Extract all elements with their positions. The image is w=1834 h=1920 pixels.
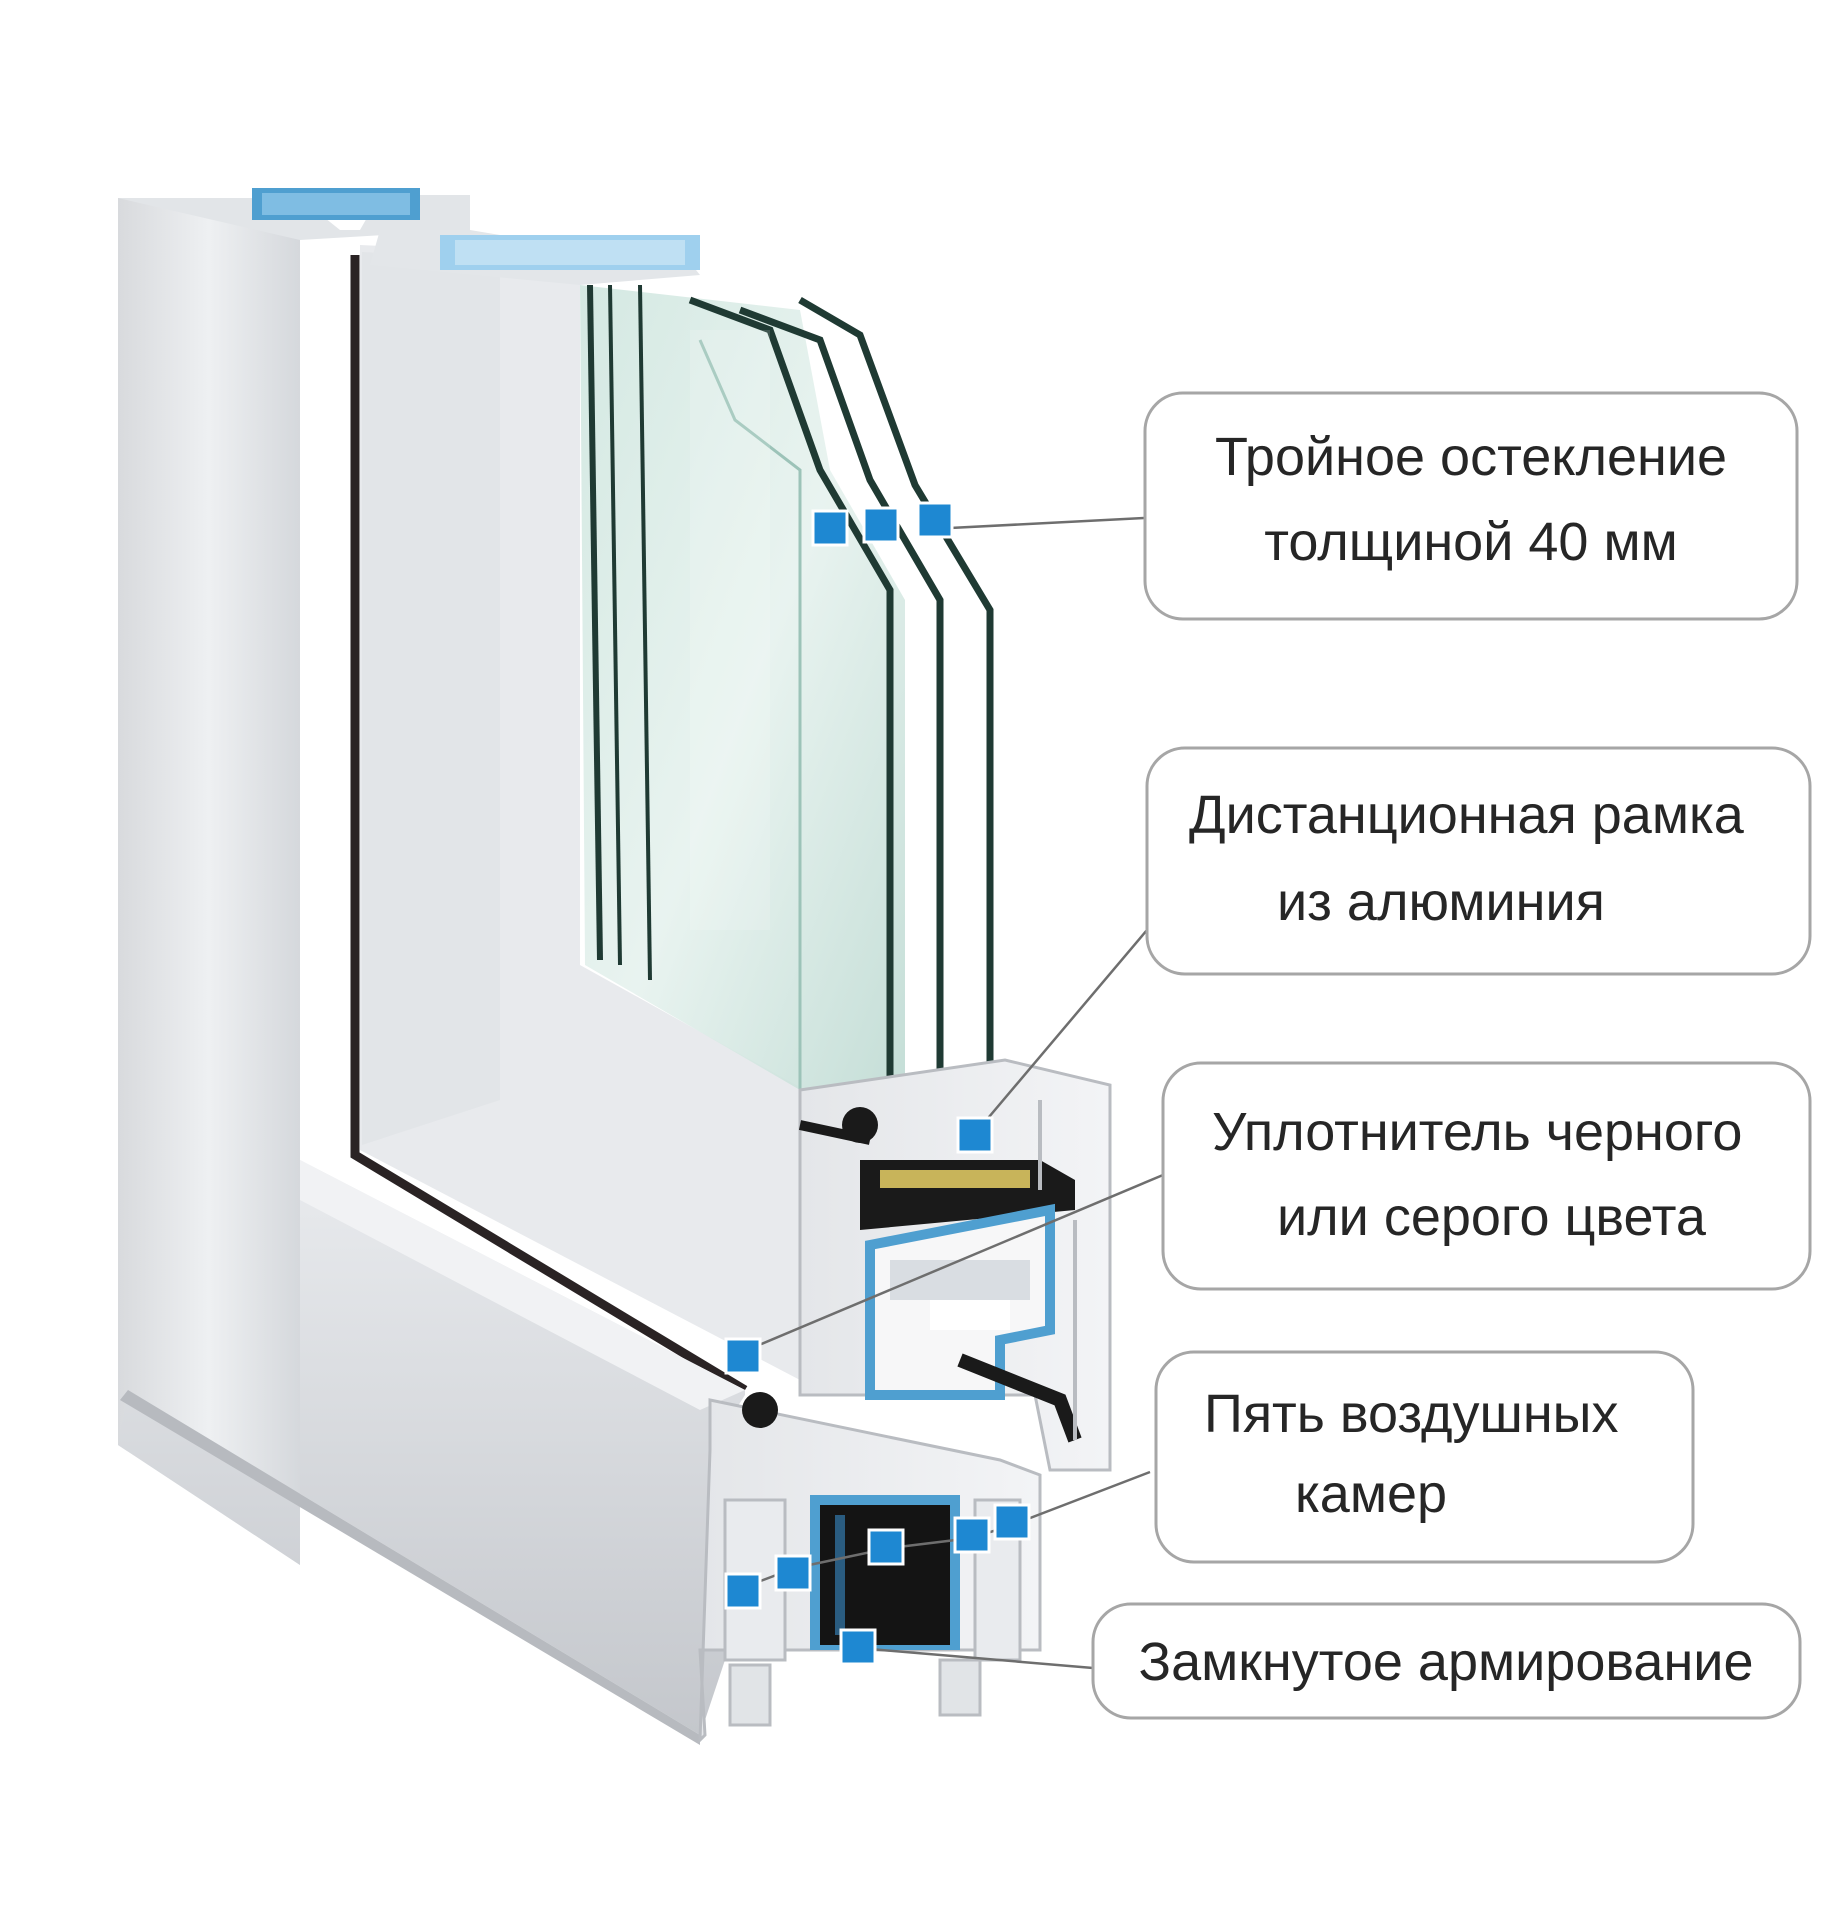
window-frame-illustration	[118, 188, 1112, 1745]
callout-reinforcement-line-1: Замкнутое армирование	[1139, 1632, 1754, 1692]
frame-seam	[350, 255, 748, 1394]
callout-seal-line-2: или серого цвета	[1277, 1187, 1707, 1247]
leader-triple-glazing	[949, 516, 1146, 530]
callout-air-chambers-line-1: Пять воздушных	[1204, 1384, 1618, 1444]
profile-cross-section	[798, 1058, 1112, 1472]
leader-seal	[739, 1173, 1164, 1355]
callout-air-chambers: Пять воздушных камер	[1154, 1350, 1695, 1564]
marker-chamber-2	[774, 1554, 812, 1592]
leader-reinforcement	[857, 1646, 1094, 1670]
outer-frame-sill	[118, 1160, 745, 1735]
callout-spacer-frame-line-1: Дистанционная рамка	[1189, 785, 1745, 845]
callout-seal: Уплотнитель черного или серого цвета	[1161, 1061, 1812, 1291]
marker-glazing-3	[916, 501, 954, 539]
callout-seal-line-1: Уплотнитель черного	[1212, 1102, 1742, 1162]
marker-seal	[724, 1337, 762, 1375]
callout-triple-glazing-line-2: толщиной 40 мм	[1264, 512, 1677, 572]
callout-triple-glazing: Тройное остекление толщиной 40 мм	[1143, 391, 1799, 621]
marker-glazing-1	[811, 509, 849, 547]
callout-reinforcement: Замкнутое армирование	[1091, 1602, 1802, 1720]
marker-reinforcement	[839, 1628, 877, 1666]
leader-spacer-frame	[977, 929, 1148, 1131]
callout-air-chambers-line-2: камер	[1295, 1464, 1447, 1524]
marker-chamber-5	[993, 1503, 1031, 1541]
marker-chamber-3	[867, 1528, 905, 1566]
marker-spacer	[956, 1116, 994, 1154]
marker-chamber-1	[724, 1572, 762, 1610]
callout-markers	[724, 501, 1031, 1666]
marker-chamber-4	[953, 1516, 991, 1554]
callout-spacer-frame-line-2: из алюминия	[1277, 872, 1605, 932]
callout-triple-glazing-line-1: Тройное остекление	[1215, 427, 1727, 487]
triple-glass-unit	[580, 284, 994, 1135]
marker-glazing-2	[862, 506, 900, 544]
callout-spacer-frame: Дистанционная рамка из алюминия	[1145, 746, 1812, 976]
outer-frame-front	[118, 198, 300, 1565]
